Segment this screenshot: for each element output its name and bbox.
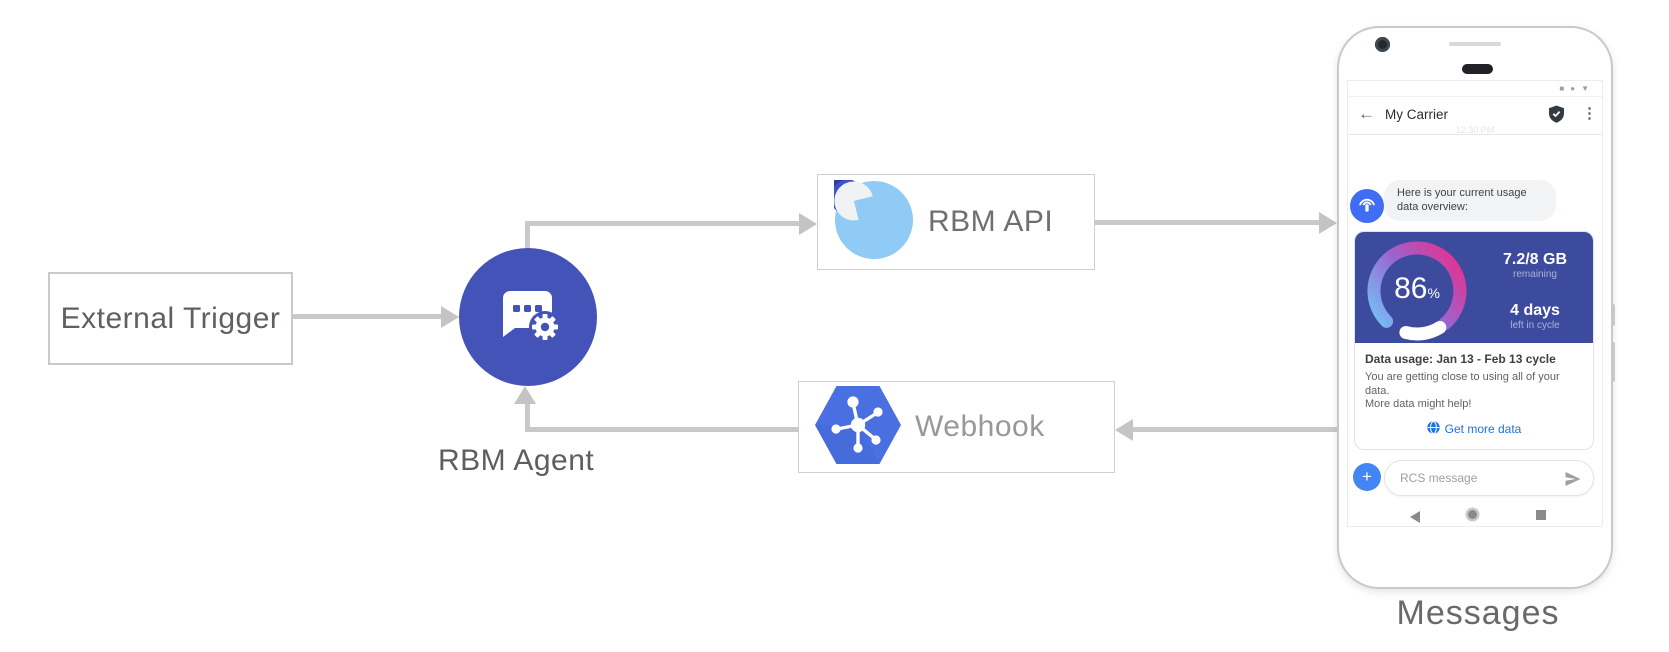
faint-timestamp: 12:30 PM: [1455, 125, 1495, 135]
nav-home-icon[interactable]: [1468, 510, 1477, 519]
status-divider: [1348, 96, 1602, 97]
get-more-data-link[interactable]: Get more data: [1365, 420, 1583, 437]
back-arrow-icon[interactable]: ←: [1358, 104, 1375, 123]
arrowhead-api-to-phone: [1319, 212, 1337, 234]
phone-mockup: ■ ● ▼ ← My Carrier ⋮ 12:30 PM: [1337, 26, 1615, 589]
rbm-api-label: RBM API: [928, 205, 1054, 238]
arrow-agent-to-api-vertical: [525, 221, 530, 251]
header-divider: [1348, 134, 1602, 135]
arrowhead-agent-to-api: [799, 213, 817, 235]
usage-card-header: 86% 7.2/8 GB remaining 4 days left in cy…: [1355, 232, 1593, 343]
nav-back-icon[interactable]: [1410, 511, 1420, 523]
rbm-agent-label: RBM Agent: [438, 444, 595, 477]
gauge-percent: 86%: [1377, 272, 1457, 310]
earpiece-slot: [1449, 42, 1501, 46]
usage-card-text-line2: More data might help!: [1365, 398, 1472, 410]
add-attachment-button[interactable]: +: [1353, 463, 1381, 491]
chat-bubble-line1: Here is your current usage: [1397, 187, 1527, 199]
usage-card-text: You are getting close to using all of yo…: [1365, 371, 1583, 412]
external-trigger-node: External Trigger: [48, 272, 293, 365]
webhook-node: Webhook: [798, 381, 1115, 473]
arrow-trigger-to-agent: [293, 314, 443, 319]
days-left-label: left in cycle: [1510, 320, 1560, 331]
usage-card-text-line1: You are getting close to using all of yo…: [1365, 371, 1560, 397]
usage-card-body: Data usage: Jan 13 - Feb 13 cycle You ar…: [1355, 343, 1593, 449]
usage-card-title: Data usage: Jan 13 - Feb 13 cycle: [1365, 352, 1556, 366]
globe-icon: [1426, 420, 1440, 437]
arrow-api-to-phone: [1095, 220, 1321, 225]
android-nav-bar: [1348, 507, 1602, 526]
rbm-api-node: RBM API: [817, 174, 1095, 270]
avatar: [1350, 189, 1384, 223]
arrow-webhook-to-agent-vertical: [525, 402, 530, 432]
gauge-percent-unit: %: [1427, 285, 1440, 301]
chat-bubble-gear-icon: [488, 275, 568, 360]
usage-rich-card: 86% 7.2/8 GB remaining 4 days left in cy…: [1354, 231, 1594, 450]
arrowhead-trigger-to-agent: [441, 306, 459, 328]
signal-triangle-icon: ▼: [1581, 84, 1589, 93]
speaker: [1462, 64, 1493, 74]
webhook-label: Webhook: [915, 410, 1045, 443]
signal-square-icon: ■: [1559, 84, 1565, 93]
rcs-message-input[interactable]: RCS message: [1400, 471, 1478, 485]
rbm-agent-node: [459, 248, 597, 386]
droplet-logo-icon: [826, 176, 914, 265]
kebab-menu-icon[interactable]: ⋮: [1582, 105, 1597, 122]
gauge-percent-value: 86: [1394, 272, 1428, 305]
message-input-pill: RCS message: [1384, 460, 1594, 496]
broadcast-icon: [1356, 193, 1378, 220]
days-left-value: 4 days: [1510, 302, 1560, 319]
external-trigger-label: External Trigger: [60, 301, 281, 335]
messages-caption: Messages: [1396, 594, 1560, 632]
hexagon-hub-icon: [815, 385, 901, 469]
send-icon[interactable]: [1564, 470, 1582, 493]
usage-remaining-value: 7.2/8 GB: [1502, 251, 1568, 268]
signal-dot-icon: ●: [1570, 84, 1576, 93]
phone-power-button[interactable]: [1611, 304, 1615, 326]
arrowhead-webhook-to-agent: [514, 386, 536, 404]
front-camera: [1375, 37, 1390, 52]
usage-gauge: [1357, 233, 1473, 347]
chat-bubble-line2: data overview:: [1397, 200, 1468, 213]
arrow-webhook-to-agent-horizontal: [525, 427, 798, 432]
status-bar: ■ ● ▼: [1559, 83, 1589, 95]
verified-shield-icon: [1548, 105, 1565, 128]
usage-summary: 7.2/8 GB remaining 4 days left in cycle: [1487, 232, 1583, 332]
arrow-phone-to-webhook: [1133, 427, 1337, 432]
arrowhead-phone-to-webhook: [1115, 419, 1133, 441]
usage-remaining-label: remaining: [1513, 269, 1557, 280]
conversation-title: My Carrier: [1385, 107, 1448, 122]
phone-screen: ■ ● ▼ ← My Carrier ⋮ 12:30 PM: [1347, 80, 1603, 527]
arrow-agent-to-api-horizontal: [525, 221, 801, 226]
nav-recents-icon[interactable]: [1536, 510, 1546, 520]
get-more-data-label: Get more data: [1444, 421, 1522, 436]
chat-bubble: Here is your current usage data overview…: [1384, 180, 1556, 221]
phone-volume-button[interactable]: [1611, 342, 1615, 382]
